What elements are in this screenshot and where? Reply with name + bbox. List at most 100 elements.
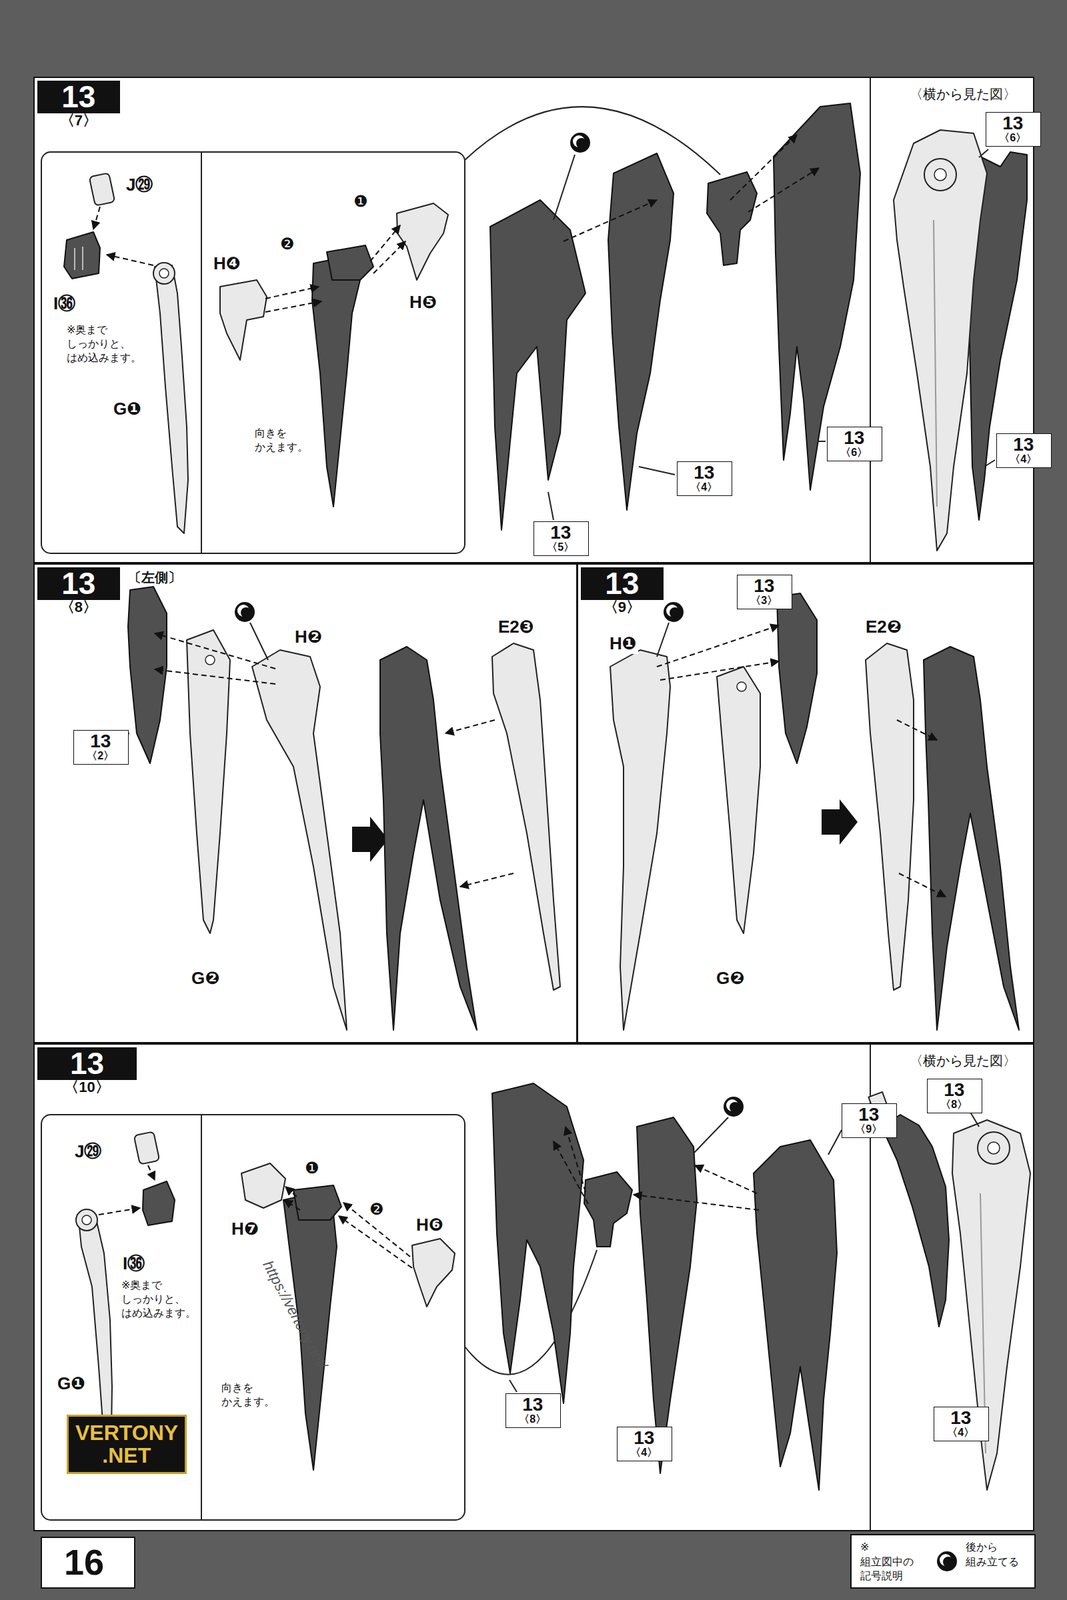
reference-tag: 13 〈4〉 (996, 433, 1052, 469)
step-7-art-shape (563, 200, 657, 242)
step-8-art-shape (445, 720, 495, 734)
step-7-art-shape (64, 232, 101, 279)
step-10-art-shape (338, 1216, 413, 1269)
step-10-art-shape (553, 1141, 589, 1205)
step-9-art-shape (896, 720, 937, 741)
step-10-art-shape (78, 1219, 113, 1474)
step-panel: 13 〈9〉 13 〈3〉 (576, 563, 1035, 1044)
step-10-art-shape (952, 1120, 1031, 1491)
step-9-art-shape (656, 625, 779, 667)
watermark: https://vertony.net/ (259, 1258, 331, 1373)
step-10-art-shape (693, 1117, 729, 1154)
reference-number: 13 〈6〉 (830, 428, 879, 459)
step-9-art-shape (656, 622, 669, 657)
step-7-art-shape (817, 440, 826, 443)
reference-tag: 13 〈6〉 (985, 112, 1041, 147)
reference-tag: 13 〈8〉 (505, 1393, 561, 1429)
part-number: G❷ (190, 968, 221, 989)
step-10-art-shape (565, 1127, 586, 1193)
step-10-art-shape (633, 1195, 759, 1211)
step-number: 13 〈10〉 (37, 1047, 137, 1096)
step-7-art-shape (773, 103, 861, 491)
step-10-art-shape (828, 1130, 842, 1156)
step-10-art-shape (464, 1250, 597, 1376)
footer-art-shape (41, 1537, 135, 1589)
step-10-art-shape (76, 1209, 98, 1232)
step-7-art-shape (464, 106, 721, 175)
step-9-art-shape (923, 646, 1019, 1031)
step-7-art-shape (730, 134, 797, 201)
reference-number: 13 〈4〉 (999, 434, 1048, 466)
reference-tag: 13 〈3〉 (736, 574, 793, 610)
step-7-art-shape (153, 262, 175, 285)
part-number: I㊱ (121, 1253, 147, 1275)
part-number: I㊱ (52, 293, 77, 315)
assembly-note: 向きを かえます。 (220, 1381, 277, 1410)
step-9-art-shape (660, 661, 779, 681)
step-10-art-shape (881, 1115, 949, 1328)
step-7-art-shape (706, 172, 757, 266)
part-number: H❼ (230, 1219, 261, 1240)
step-10-art-shape (584, 1172, 633, 1248)
step-10-art-shape (962, 1100, 979, 1128)
step-8-art-shape (128, 586, 167, 764)
substep-number: ❶ (303, 1159, 321, 1178)
view-caption: 〈横から見た図〉 (908, 85, 1018, 104)
reference-number: 13 〈4〉 (620, 1428, 669, 1460)
step-10-art-shape (492, 1083, 584, 1404)
reference-number: 13 〈4〉 (680, 462, 729, 494)
step-10-art-shape (283, 1193, 337, 1471)
step-number: 13 〈9〉 (580, 567, 664, 615)
step-10-art-shape (969, 1421, 981, 1428)
step-10-art-shape (869, 1044, 871, 1531)
step-10-art-shape (82, 1215, 92, 1226)
part-number: G❶ (112, 398, 143, 420)
step-10-art-shape (293, 1185, 342, 1221)
reference-number: 13 〈8〉 (508, 1395, 557, 1426)
step-10-art-shape (285, 1187, 297, 1198)
step-7-art-shape (924, 158, 957, 191)
step-7-art-shape (82, 246, 84, 271)
step-9-art (610, 593, 1019, 1031)
step-10-art-shape (134, 1131, 160, 1165)
reference-number: 13 〈4〉 (936, 1408, 985, 1440)
reference-number: 13 〈6〉 (988, 113, 1037, 145)
step-10-art-shape (977, 1132, 1010, 1165)
step-8-art-shape (205, 655, 215, 665)
reference-tag: 13 〈4〉 (676, 461, 733, 497)
footer-art-shape (936, 1551, 957, 1572)
step-8-art-shape (460, 873, 514, 887)
step-9-art-shape (821, 799, 858, 845)
step-7-art-shape (312, 256, 361, 507)
step-7-art-shape (326, 245, 374, 281)
reference-tag: 13 〈4〉 (616, 1427, 673, 1462)
part-number: H❹ (212, 253, 243, 275)
part-number: E2❷ (864, 616, 903, 638)
watermark-logo: VERTONY .NET (66, 1415, 187, 1475)
footer-art (41, 1535, 1035, 1589)
step-10-art-shape (148, 1165, 155, 1181)
reference-tag: 13 〈5〉 (533, 521, 589, 557)
step-9-art-shape (865, 643, 914, 991)
step-10-art-shape (284, 1200, 301, 1211)
assembly-note: ※奥まで しっかりと、 はめ込みます。 (120, 1279, 198, 1321)
step-9-art-shape (898, 873, 946, 897)
legend-heading: ※組立図中の 記号説明 (860, 1540, 914, 1584)
part-number: H❺ (408, 292, 439, 313)
reference-tag: 13 〈8〉 (926, 1079, 983, 1114)
step-8-art (106, 586, 561, 1031)
step-9-art-shape (776, 593, 817, 764)
view-caption: 〈横から見た図〉 (908, 1052, 1018, 1071)
assembly-note: ※奥まで しっかりと、 はめ込みます。 (65, 323, 143, 365)
reference-number: 13 〈8〉 (930, 1080, 979, 1112)
step-10-art-shape (412, 1239, 455, 1308)
step-7-art-shape (200, 152, 203, 554)
step-10-art-shape (200, 1115, 203, 1521)
step-10-art-shape (868, 1092, 896, 1136)
substep-number: ❷ (278, 234, 297, 254)
step-7-art-shape (159, 268, 169, 279)
step-10-art-shape (694, 1165, 757, 1194)
step-10-art-shape (241, 1163, 286, 1209)
step-8-art-shape (250, 622, 269, 661)
